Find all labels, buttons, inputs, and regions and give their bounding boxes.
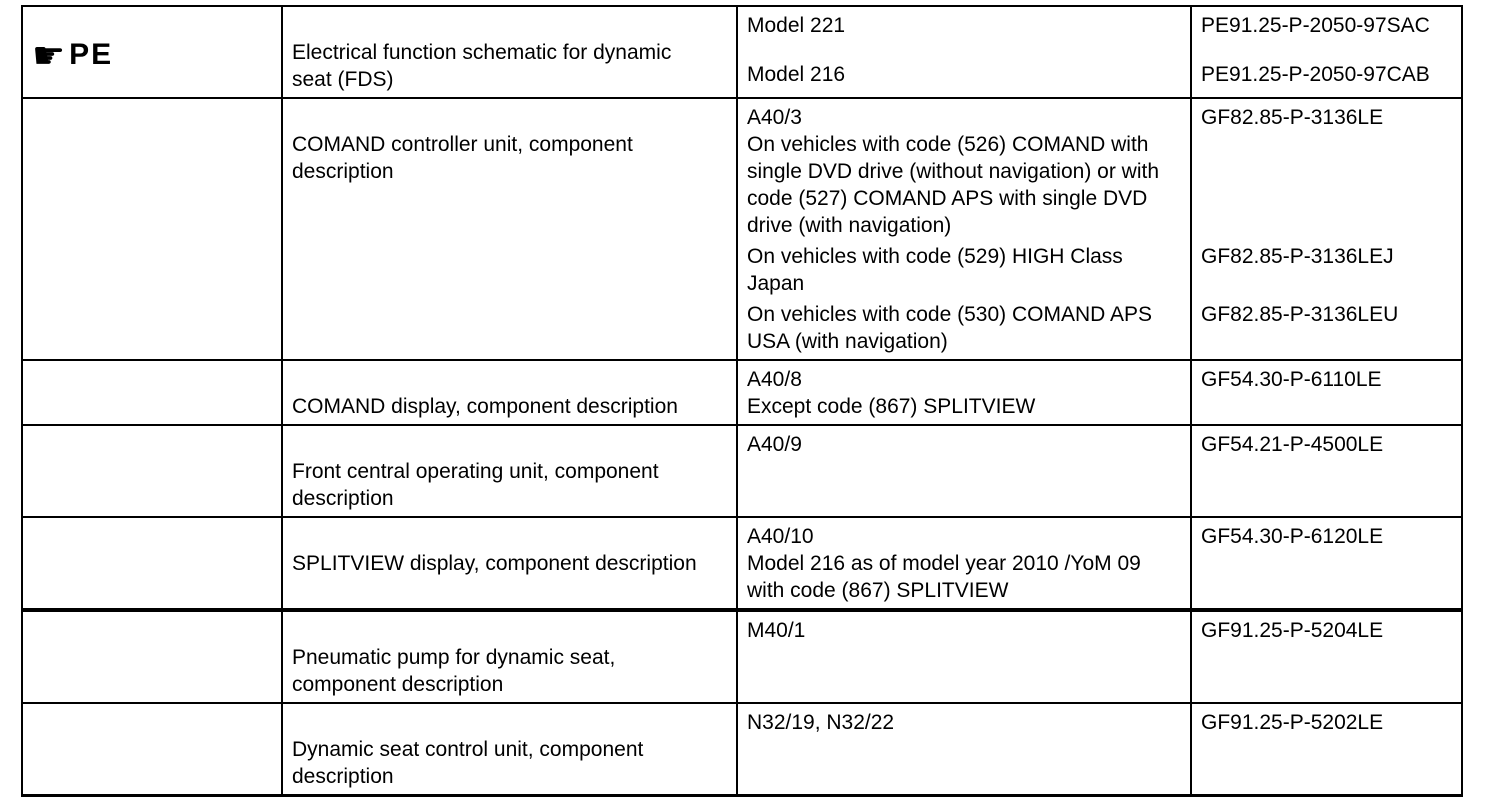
table-row: ☛PE Electrical function schematic for dy… — [23, 7, 1461, 97]
detail-text: A40/9 — [747, 433, 802, 456]
detail-cell: A40/3 On vehicles with code (526) COMAND… — [736, 99, 1190, 243]
code-text: GF91.25-P-5204LE — [1201, 619, 1384, 642]
ref-cell — [23, 426, 281, 516]
code-cell: GF91.25-P-5204LE — [1190, 612, 1461, 702]
table-row: Pneumatic pump for dynamic seat, compone… — [23, 608, 1461, 702]
ref-cell — [23, 99, 281, 359]
description-text: Electrical function schematic for dynami… — [292, 41, 672, 91]
detail-code-subrow: Model 221 PE91.25-P-2050-97SAC — [736, 7, 1461, 61]
description-cell: Dynamic seat control unit, component des… — [281, 704, 736, 794]
ref-label: PE — [69, 38, 114, 71]
description-cell: SPLITVIEW display, component description — [281, 518, 736, 608]
table-row: Front central operating unit, component … — [23, 424, 1461, 516]
code-cell: GF82.85-P-3136LEJ — [1190, 243, 1461, 301]
code-cell: GF82.85-P-3136LEU — [1190, 301, 1461, 359]
code-cell: PE91.25-P-2050-97SAC — [1190, 7, 1461, 61]
detail-text: M40/1 — [747, 619, 806, 642]
detail-code-group: A40/8 Except code (867) SPLITVIEW GF54.3… — [736, 361, 1461, 424]
detail-code-group: N32/19, N32/22 GF91.25-P-5202LE — [736, 704, 1461, 794]
detail-cell: A40/8 Except code (867) SPLITVIEW — [736, 361, 1190, 424]
detail-code-subrow: A40/3 On vehicles with code (526) COMAND… — [736, 99, 1461, 243]
description-text: COMAND controller unit, component descri… — [292, 133, 633, 183]
code-cell: GF54.21-P-4500LE — [1190, 426, 1461, 516]
detail-text: A40/10 Model 216 as of model year 2010 /… — [747, 525, 1141, 602]
code-text: GF54.30-P-6110LE — [1201, 368, 1382, 391]
detail-cell: Model 221 — [736, 7, 1190, 61]
ref-cell — [23, 704, 281, 794]
code-cell: GF54.30-P-6110LE — [1190, 361, 1461, 424]
detail-code-subrow: On vehicles with code (530) COMAND APS U… — [736, 301, 1461, 359]
description-cell: Front central operating unit, component … — [281, 426, 736, 516]
detail-cell: On vehicles with code (530) COMAND APS U… — [736, 301, 1190, 359]
code-text: GF54.30-P-6120LE — [1201, 525, 1384, 548]
description-cell: Pneumatic pump for dynamic seat, compone… — [281, 612, 736, 702]
code-text: GF82.85-P-3136LE — [1201, 106, 1384, 129]
detail-text: Model 216 — [747, 63, 846, 86]
table-row: Dynamic seat control unit, component des… — [23, 702, 1461, 794]
code-cell: GF54.30-P-6120LE — [1190, 518, 1461, 608]
service-document-table: ☛PE Electrical function schematic for dy… — [21, 5, 1463, 797]
table-row: COMAND display, component description A4… — [23, 359, 1461, 424]
detail-text: On vehicles with code (530) COMAND APS U… — [747, 303, 1152, 353]
description-text: SPLITVIEW display, component description — [292, 552, 697, 575]
table-row: COMAND controller unit, component descri… — [23, 97, 1461, 359]
code-cell: GF82.85-P-3136LE — [1190, 99, 1461, 243]
detail-code-group: Model 221 PE91.25-P-2050-97SAC Model 216… — [736, 7, 1461, 97]
detail-cell: N32/19, N32/22 — [736, 704, 1190, 794]
detail-code-group: M40/1 GF91.25-P-5204LE — [736, 612, 1461, 702]
detail-cell: Model 216 — [736, 61, 1190, 97]
detail-cell: A40/9 — [736, 426, 1190, 516]
ref-cell — [23, 361, 281, 424]
detail-cell: A40/10 Model 216 as of model year 2010 /… — [736, 518, 1190, 608]
code-cell: GF91.25-P-5202LE — [1190, 704, 1461, 794]
code-text: PE91.25-P-2050-97SAC — [1201, 14, 1430, 37]
detail-code-subrow: A40/8 Except code (867) SPLITVIEW GF54.3… — [736, 361, 1461, 424]
detail-code-subrow: N32/19, N32/22 GF91.25-P-5202LE — [736, 704, 1461, 794]
code-cell: PE91.25-P-2050-97CAB — [1190, 61, 1461, 97]
table-row: SPLITVIEW display, component description… — [23, 516, 1461, 608]
detail-text: A40/3 On vehicles with code (526) COMAND… — [747, 106, 1160, 237]
description-text: Front central operating unit, component … — [292, 460, 659, 510]
code-text: GF54.21-P-4500LE — [1201, 433, 1384, 456]
code-text: GF82.85-P-3136LEJ — [1201, 245, 1394, 268]
description-text: Pneumatic pump for dynamic seat, compone… — [292, 646, 616, 696]
code-text: PE91.25-P-2050-97CAB — [1201, 63, 1430, 86]
code-text: GF91.25-P-5202LE — [1201, 711, 1384, 734]
description-text: Dynamic seat control unit, component des… — [292, 738, 644, 788]
detail-code-group: A40/9 GF54.21-P-4500LE — [736, 426, 1461, 516]
description-cell: COMAND controller unit, component descri… — [281, 99, 736, 359]
pointing-hand-icon: ☛ — [32, 34, 66, 77]
code-text: GF82.85-P-3136LEU — [1201, 303, 1399, 326]
detail-code-subrow: On vehicles with code (529) HIGH Class J… — [736, 243, 1461, 301]
detail-code-group: A40/10 Model 216 as of model year 2010 /… — [736, 518, 1461, 608]
ref-cell: ☛PE — [23, 7, 281, 97]
detail-code-subrow: M40/1 GF91.25-P-5204LE — [736, 612, 1461, 702]
detail-code-group: A40/3 On vehicles with code (526) COMAND… — [736, 99, 1461, 359]
description-text: COMAND display, component description — [292, 395, 678, 418]
detail-code-subrow: Model 216 PE91.25-P-2050-97CAB — [736, 61, 1461, 97]
ref-cell — [23, 612, 281, 702]
detail-text: Model 221 — [747, 14, 846, 37]
detail-cell: M40/1 — [736, 612, 1190, 702]
detail-text: A40/8 Except code (867) SPLITVIEW — [747, 368, 1036, 418]
detail-code-subrow: A40/9 GF54.21-P-4500LE — [736, 426, 1461, 516]
description-cell: Electrical function schematic for dynami… — [281, 7, 736, 97]
description-cell: COMAND display, component description — [281, 361, 736, 424]
detail-text: On vehicles with code (529) HIGH Class J… — [747, 245, 1123, 295]
detail-text: N32/19, N32/22 — [747, 711, 895, 734]
detail-cell: On vehicles with code (529) HIGH Class J… — [736, 243, 1190, 301]
detail-code-subrow: A40/10 Model 216 as of model year 2010 /… — [736, 518, 1461, 608]
ref-cell — [23, 518, 281, 608]
